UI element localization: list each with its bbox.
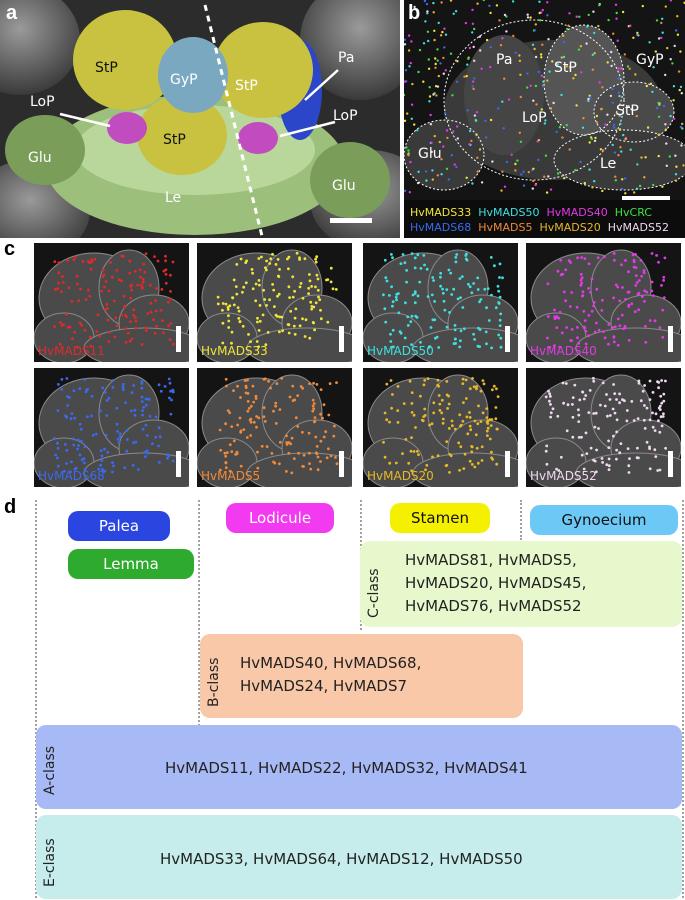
panel-d-letter: d [4,496,17,518]
tile-hvmads40: HvMADS40 [526,243,681,362]
legend-entry-hvmads68: HvMADS68 [410,221,472,234]
tile-image-hvmads5 [197,374,352,487]
tile-scalebar [339,451,344,477]
a-class-label: A-class [42,745,58,795]
tile-scalebar [176,451,181,477]
panel-b-legend-row1: HvMADS33 HvMADS50 HvMADS40 HvCRC [410,206,659,219]
c-class-genes-line3: HvMADS76, HvMADS52 [405,597,582,615]
divider-lodicule [198,500,200,730]
b-class-genes-line2: HvMADS24, HvMADS7 [240,677,408,695]
tile-image-hvmads40 [526,249,681,362]
tile-image-hvmads33 [197,249,352,362]
tile-hvmads11: HvMADS11 [34,243,189,362]
label-lop-left: LoP [30,94,55,110]
c-class-genes-line2: HvMADS20, HvMADS45, [405,574,587,592]
divider-gynoecium [520,500,522,540]
panel-a-scalebar [330,218,372,223]
legend-entry-hvmads5: HvMADS5 [478,221,533,234]
tile-scalebar [176,326,181,352]
tile-label-hvmads33: HvMADS33 [201,344,268,358]
label-stp-left: StP [95,60,118,76]
label-stp-center: StP [163,132,186,148]
a-class-genes: HvMADS11, HvMADS22, HvMADS32, HvMADS41 [165,757,528,780]
legend-entry-hvmads52: HvMADS52 [607,221,669,234]
label-pa: Pa [338,50,355,66]
label-b-stp-top: StP [554,60,577,76]
c-class-genes-line1: HvMADS81, HvMADS5, [405,551,577,569]
legend-entry-hvmads50: HvMADS50 [478,206,540,219]
label-b-le: Le [600,156,617,172]
label-b-stp-right: StP [616,103,639,119]
panel-a-image: a StP GyP StP Pa LoP StP LoP Glu Le Glu [0,0,400,238]
tile-image-hvmads11 [34,249,189,362]
tile-label-hvmads11: HvMADS11 [38,344,105,358]
tile-label-hvmads50: HvMADS50 [367,344,434,358]
tile-label-hvmads52: HvMADS52 [530,469,597,483]
e-class-genes: HvMADS33, HvMADS64, HvMADS12, HvMADS50 [160,848,523,871]
label-lop-right: LoP [333,108,358,124]
legend-entry-hvmads33: HvMADS33 [410,206,472,219]
tile-scalebar [505,451,510,477]
tile-hvmads20: HvMADS20 [363,368,518,487]
e-class-genes-line1: HvMADS33, HvMADS64, HvMADS12, HvMADS50 [160,850,523,868]
c-class-label: C-class [366,568,382,618]
label-stp-right: StP [235,78,258,94]
tile-label-hvmads20: HvMADS20 [367,469,434,483]
legend-entry-hvcrc: HvCRC [614,206,652,219]
a-class-genes-line1: HvMADS11, HvMADS22, HvMADS32, HvMADS41 [165,759,528,777]
pill-lemma: Lemma [68,549,194,579]
tile-hvmads68: HvMADS68 [34,368,189,487]
pill-stamen: Stamen [390,503,490,533]
panel-b-scalebar [622,196,670,200]
label-glu-left: Glu [28,150,52,166]
legend-entry-hvmads20: HvMADS20 [539,221,601,234]
label-le: Le [165,190,182,206]
panel-b-fish-svg [404,0,685,200]
b-class-box [200,634,523,718]
a-class-box [36,725,682,809]
pill-palea: Palea [68,511,170,541]
tile-image-hvmads20 [363,374,518,487]
tile-scalebar [505,326,510,352]
tile-label-hvmads40: HvMADS40 [530,344,597,358]
b-class-genes: HvMADS40, HvMADS68, HvMADS24, HvMADS7 [240,652,421,698]
panel-c-letter: c [4,238,16,260]
label-b-gyp: GyP [636,52,664,68]
divider-left [35,500,37,898]
tile-hvmads52: HvMADS52 [526,368,681,487]
pill-gynoecium: Gynoecium [530,505,678,535]
label-b-lop: LoP [522,110,547,126]
panel-a-sem-svg [0,0,400,238]
panel-b-letter: b [408,2,421,24]
tile-image-hvmads68 [34,374,189,487]
panel-a-letter: a [6,2,18,24]
tile-image-hvmads52 [526,374,681,487]
tile-hvmads50: HvMADS50 [363,243,518,362]
legend-entry-hvmads40: HvMADS40 [546,206,608,219]
tile-label-hvmads68: HvMADS68 [38,469,105,483]
divider-right [682,500,684,898]
tile-scalebar [339,326,344,352]
tile-scalebar [668,451,673,477]
e-class-label: E-class [42,838,58,887]
tile-image-hvmads50 [363,249,518,362]
label-gyp: GyP [170,72,198,88]
pill-lodicule: Lodicule [226,503,334,533]
panel-b-legend-row2: HvMADS68 HvMADS5 HvMADS20 HvMADS52 [410,221,676,234]
c-class-genes: HvMADS81, HvMADS5, HvMADS20, HvMADS45, H… [405,549,586,618]
b-class-genes-line1: HvMADS40, HvMADS68, [240,654,422,672]
tile-hvmads5: HvMADS5 [197,368,352,487]
c-class-box [360,541,682,627]
label-glu-right: Glu [332,178,356,194]
tile-label-hvmads5: HvMADS5 [201,469,261,483]
tile-hvmads33: HvMADS33 [197,243,352,362]
b-class-label: B-class [206,657,222,707]
tile-scalebar [668,326,673,352]
label-b-pa: Pa [496,52,513,68]
e-class-box [36,815,682,899]
label-b-glu: Glu [418,146,442,162]
